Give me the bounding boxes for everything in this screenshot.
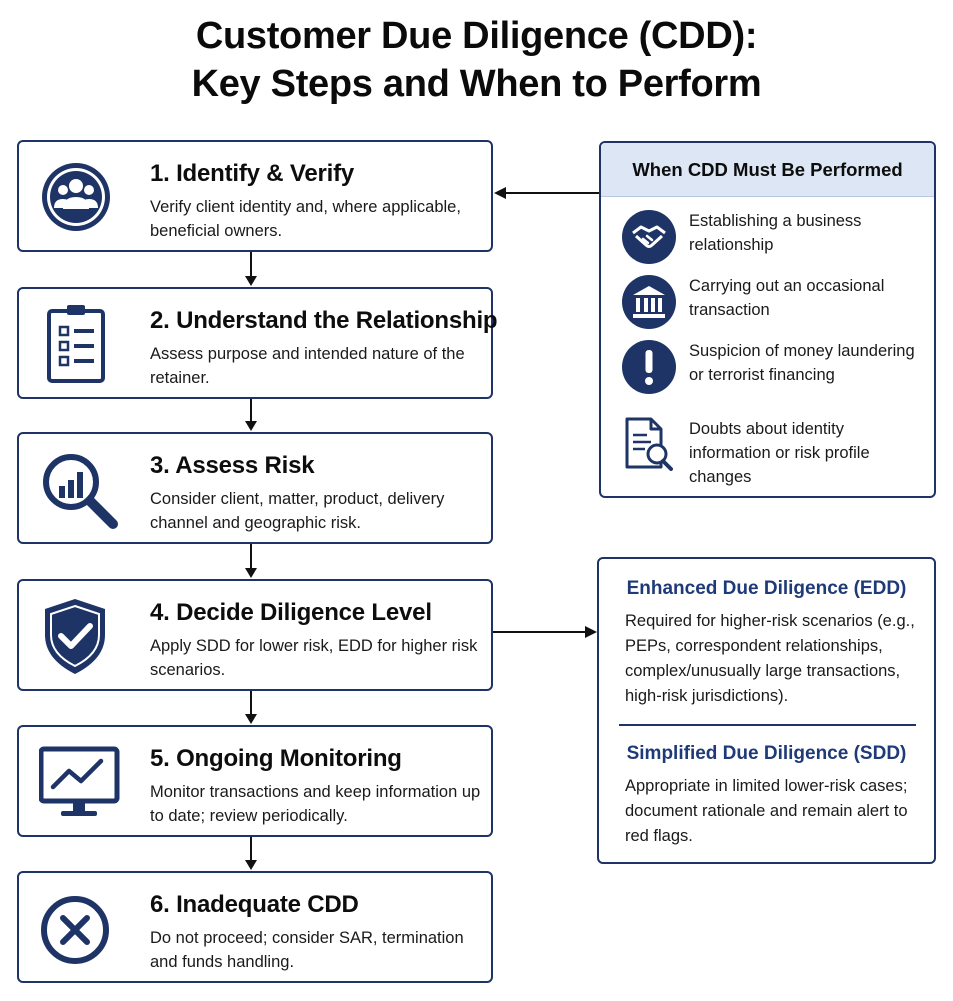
when-cdd-panel: When CDD Must Be Performed Establishing … [599,141,936,498]
exclamation-icon [621,339,677,395]
step-card-ongoing-monitoring: 5. Ongoing Monitoring Monitor transactio… [17,725,493,837]
people-icon [39,156,127,238]
when-cdd-heading: When CDD Must Be Performed [601,143,934,197]
when-item-text: Establishing a business relationship [689,212,862,254]
document-search-icon [621,417,677,473]
step-title: 6. Inadequate CDD [150,891,359,918]
when-item-text: Doubts about identity information or ris… [689,420,870,486]
arrow-down-icon [245,399,257,431]
edd-title: Enhanced Due Diligence (EDD) [626,578,907,599]
step-description: Do not proceed; consider SAR, terminatio… [150,929,464,971]
arrow-down-icon [245,544,257,578]
x-circle-icon [39,887,127,969]
bank-icon [621,274,677,330]
step-title: 2. Understand the Relationship [150,307,498,334]
step-description: Apply SDD for lower risk, EDD for higher… [150,637,478,679]
panel-divider [619,724,916,726]
when-item-text: Carrying out an occasional transaction [689,277,885,319]
step-card-assess-risk: 3. Assess Risk Consider client, matter, … [17,432,493,544]
title-line-1: Customer Due Diligence (CDD): [195,15,758,57]
step-description: Monitor transactions and keep informatio… [150,783,481,825]
arrow-right-icon [493,626,597,638]
arrow-left-icon [494,187,600,199]
title-line-2: Key Steps and When to Perform [191,63,762,105]
step-card-decide-diligence-level: 4. Decide Diligence Level Apply SDD for … [17,579,493,691]
page-title: Customer Due Diligence (CDD): Key Steps … [0,12,953,108]
handshake-icon [621,209,677,265]
step-card-understand-relationship: 2. Understand the Relationship Assess pu… [17,287,498,399]
edd-text: Required for higher-risk scenarios (e.g.… [625,612,915,705]
step-title: 4. Decide Diligence Level [150,599,432,626]
step-card-identify-verify: 1. Identify & Verify Verify client ident… [17,140,493,252]
step-description: Consider client, matter, product, delive… [150,490,445,532]
magnifier-chart-icon [39,448,127,530]
step-description: Verify client identity and, where applic… [150,198,461,240]
arrow-down-icon [245,691,257,724]
monitor-trend-icon [39,741,127,823]
arrow-down-icon [245,252,257,286]
step-description: Assess purpose and intended nature of th… [150,345,465,387]
step-title: 1. Identify & Verify [150,160,355,187]
when-item-text: Suspicion of money laundering or terrori… [689,342,915,384]
step-card-inadequate-cdd: 6. Inadequate CDD Do not proceed; consid… [17,871,493,983]
shield-check-icon [39,595,127,677]
step-title: 5. Ongoing Monitoring [150,745,402,772]
sdd-text: Appropriate in limited lower-risk cases;… [625,777,908,845]
step-title: 3. Assess Risk [150,452,315,479]
clipboard-checklist-icon [39,303,127,385]
sdd-title: Simplified Due Diligence (SDD) [626,743,907,764]
arrow-down-icon [245,837,257,870]
diligence-levels-panel: Enhanced Due Diligence (EDD) Required fo… [597,557,936,864]
